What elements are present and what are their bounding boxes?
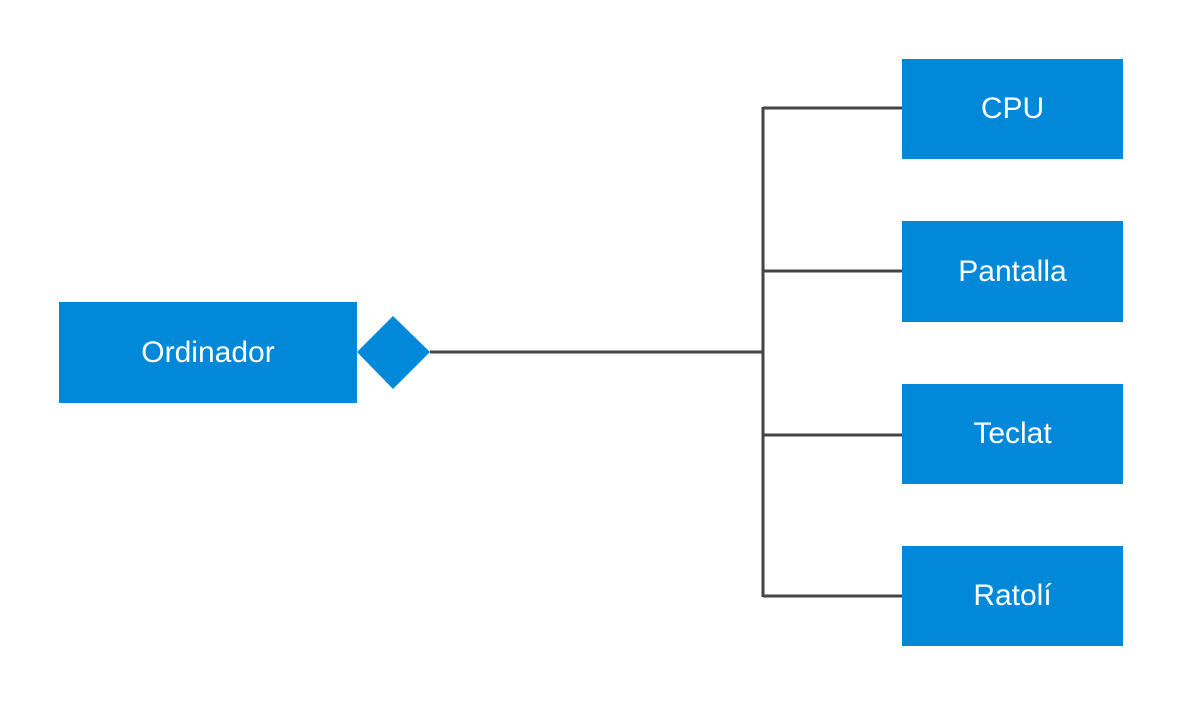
part-box-teclat: Teclat — [902, 384, 1123, 484]
connector-lines — [430, 106, 902, 598]
part-box-pantalla: Pantalla — [902, 221, 1123, 322]
part-label: Pantalla — [958, 254, 1067, 288]
part-label: CPU — [980, 92, 1045, 125]
part-label: Ratolí — [973, 579, 1052, 612]
whole-box-ordinador: Ordinador — [59, 302, 357, 403]
composition-diamond — [357, 316, 430, 389]
whole-label: Ordinador — [141, 335, 275, 369]
part-box-ratoli: Ratolí — [902, 546, 1123, 646]
part-box-cpu: CPU — [902, 59, 1123, 159]
part-label: Teclat — [973, 417, 1052, 450]
